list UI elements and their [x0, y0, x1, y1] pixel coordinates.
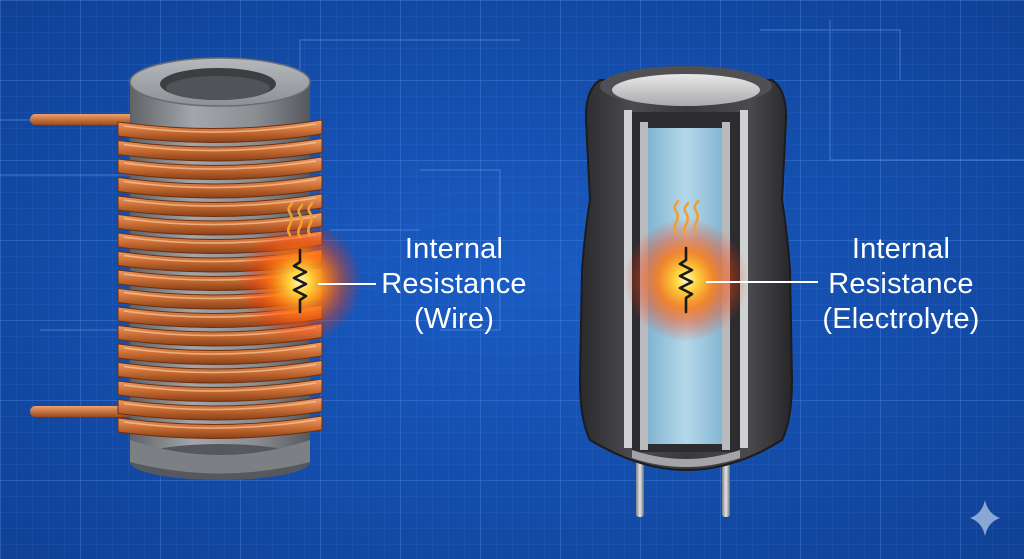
label-line: Internal	[376, 232, 532, 267]
label-line: Resistance	[816, 267, 986, 302]
capacitor-resistance-label: Internal Resistance (Electrolyte)	[816, 232, 986, 337]
label-line: Internal	[816, 232, 986, 267]
inductor-resistance-label: Internal Resistance (Wire)	[376, 232, 532, 337]
label-line: Resistance	[376, 267, 532, 302]
label-line: (Wire)	[376, 302, 532, 337]
label-line: (Electrolyte)	[816, 302, 986, 337]
capacitor-top	[612, 74, 760, 106]
